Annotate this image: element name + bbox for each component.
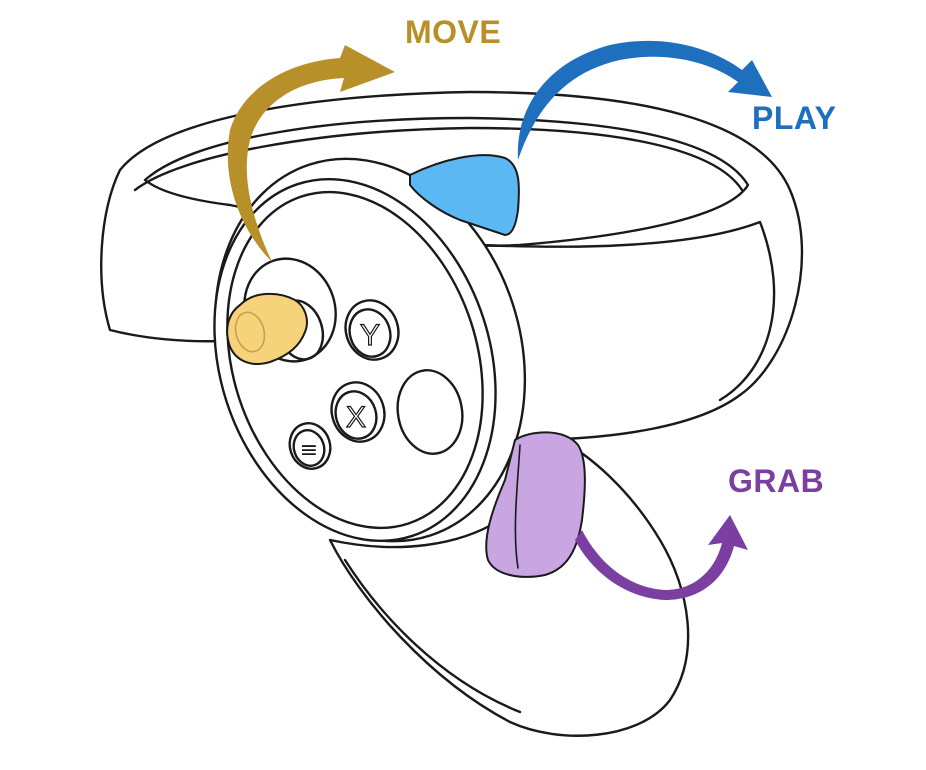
round-pad (396, 369, 464, 455)
menu-button-label: ≡ (300, 438, 318, 463)
tracking-ring-lower-edge (478, 220, 776, 402)
grip-trigger[interactable] (485, 431, 586, 578)
x-button-label: X (346, 401, 366, 434)
y-button[interactable] (338, 293, 406, 366)
play-label: PLAY (752, 100, 837, 136)
move-arrow-icon (227, 45, 395, 262)
thumbstick[interactable] (226, 292, 308, 365)
handle-seam (343, 558, 522, 714)
x-button[interactable] (324, 375, 392, 448)
menu-button[interactable] (284, 418, 336, 474)
face-plate-inner (226, 190, 484, 530)
grip-trigger-edge (514, 444, 521, 569)
grab-label: GRAB (728, 463, 825, 499)
move-label: MOVE (405, 14, 502, 50)
y-button-label: Y (360, 319, 380, 352)
grab-arrow-icon (575, 515, 748, 600)
index-trigger[interactable] (409, 154, 520, 236)
play-arrow-icon (517, 40, 772, 160)
tracking-ring-edge (133, 126, 744, 192)
